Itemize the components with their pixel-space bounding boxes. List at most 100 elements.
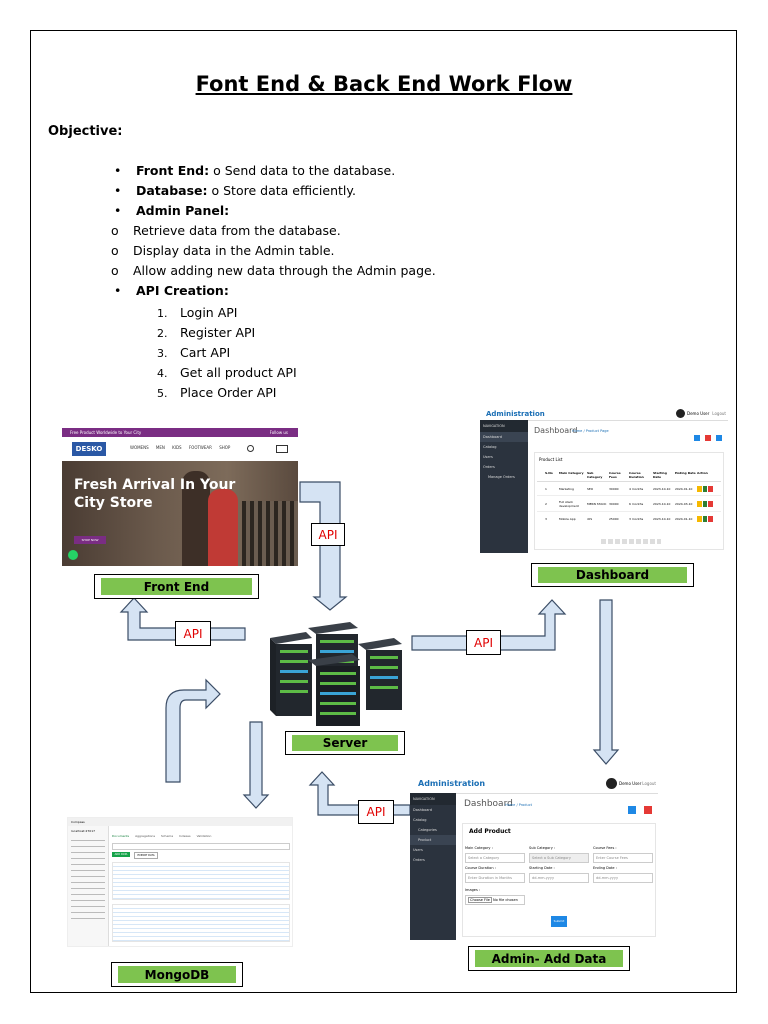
add-data-button[interactable]: ADD DATA [112, 852, 130, 857]
whatsapp-icon[interactable] [68, 550, 78, 560]
refresh-button[interactable] [644, 806, 652, 814]
frontend-logo: DESKO [72, 442, 106, 456]
api-list-item: 5.Place Order API [157, 385, 277, 400]
list-item-admin: •Admin Panel: [114, 203, 230, 218]
mongodb-screenshot: Compass localhost:27017 Documents Aggreg… [67, 817, 293, 947]
sub-category-select[interactable]: Select a Sub Category [529, 853, 589, 863]
admin-user: Demo User [619, 781, 642, 786]
tab-aggregations[interactable]: Aggregations [135, 834, 156, 838]
form-field: Sub Category : Select a Sub Category [529, 846, 589, 863]
nav-link[interactable]: MEN [155, 445, 165, 450]
sidebar-item-users[interactable]: Users [413, 848, 423, 852]
sidebar-item-catalog[interactable]: Catalog [413, 818, 427, 822]
admin-heading: Dashboard [464, 799, 513, 809]
dashboard-label: Dashboard [531, 563, 694, 587]
page-title: Font End & Back End Work Flow [195, 72, 573, 96]
form-field: Course Fees : Enter Course Fees [593, 846, 653, 863]
sidebar-item-orders[interactable]: Orders [413, 858, 425, 862]
main-category-select[interactable]: Select a Category [465, 853, 525, 863]
view-button[interactable] [702, 501, 708, 507]
list-item-database: •Database: o Store data efficiently. [114, 183, 356, 198]
submit-button[interactable]: Submit [551, 916, 567, 927]
server-rack [270, 632, 312, 716]
dash-table-header: S.No Main Category Sub Category Course F… [537, 471, 721, 482]
hero-image [62, 461, 298, 566]
hero-child-2 [208, 489, 238, 566]
export-data-button[interactable]: EXPORT DATA [134, 852, 158, 859]
panel-title: Product List [539, 457, 563, 462]
api-label-server-dashboard: API [466, 630, 501, 655]
tab-schema[interactable]: Schema [160, 834, 174, 838]
dash-panel: Product List S.No Main Category Sub Cate… [534, 452, 724, 550]
api-label-admin-server: API [358, 800, 394, 824]
course-fees-input[interactable]: Enter Course Fees [593, 853, 653, 863]
nav-link[interactable]: KIDS [172, 445, 182, 450]
sidebar-item-manage-orders[interactable]: Manage Orders [488, 475, 515, 479]
tab-validation[interactable]: Validation [196, 834, 212, 838]
search-icon[interactable] [247, 445, 254, 452]
api-label-server-frontend: API [175, 621, 211, 646]
sidebar-item-dashboard[interactable]: Dashboard [480, 432, 528, 442]
mongo-titlebar: Compass [68, 818, 292, 826]
nav-link[interactable]: WOMENS [130, 445, 149, 450]
logout-link[interactable]: Logout [642, 781, 656, 786]
tab-documents[interactable]: Documents [112, 834, 130, 838]
mongodb-label: MongoDB [111, 962, 243, 987]
image-field: Images : Choose File No file chosen [465, 888, 525, 905]
sidebar-item-users[interactable]: Users [483, 455, 493, 459]
end-date-input[interactable]: dd-mm-yyyy [593, 873, 653, 883]
edit-button[interactable] [697, 516, 702, 522]
nav-link[interactable]: SHOP [219, 445, 231, 450]
form-field: Ending Date : dd-mm-yyyy [593, 866, 653, 883]
server-label: Server [285, 731, 405, 755]
sidebar-item-catalog[interactable]: Catalog [483, 445, 497, 449]
tab-indexes[interactable]: Indexes [179, 834, 191, 838]
frontend-navbar: DESKO WOMENS MEN KIDS FOOTWEAR SHOP [62, 437, 298, 461]
nav-link[interactable]: FOOTWEAR [188, 445, 212, 450]
add-button[interactable] [693, 435, 700, 441]
frontend-topbar: Free Product Worldwide to Your City Foll… [62, 428, 298, 437]
api-list-item: 2.Register API [157, 325, 256, 340]
sidebar-item-product[interactable]: Product [410, 835, 456, 845]
server-rack [308, 654, 360, 726]
frontend-label: Front End [94, 574, 259, 599]
choose-file-button[interactable]: Choose File [468, 897, 492, 903]
admin-header: Administration Demo User Logout [410, 775, 658, 794]
connection-label: localhost:27017 [71, 829, 96, 833]
form-field: Main Category : Select a Category [465, 846, 525, 863]
refresh-button[interactable] [704, 435, 711, 441]
table-row: 2 Full stack development MERN STACK 3000… [537, 497, 721, 512]
sidebar-item-orders[interactable]: Orders [483, 465, 495, 469]
sidebar-item-dashboard[interactable]: Dashboard [413, 808, 432, 812]
duration-input[interactable]: Enter Duration in Months [465, 873, 525, 883]
edit-button[interactable] [697, 486, 702, 492]
avatar[interactable] [676, 409, 685, 418]
delete-button[interactable] [708, 516, 714, 522]
sidebar-item-categories[interactable]: Categories [418, 828, 437, 832]
delete-button[interactable] [708, 501, 714, 507]
form-field: Starting Date : dd-mm-yyyy [529, 866, 589, 883]
delete-button[interactable] [708, 486, 714, 492]
filter-button[interactable] [716, 435, 722, 441]
db-tree [71, 840, 105, 920]
list-item-frontend: •Front End: o Send data to the database. [114, 163, 396, 178]
pagination[interactable] [601, 539, 661, 544]
logout-link[interactable]: Logout [712, 411, 726, 416]
view-button[interactable] [702, 516, 708, 522]
frontend-screenshot: Free Product Worldwide to Your City Foll… [62, 428, 298, 566]
hero-fence [242, 501, 298, 566]
api-list-item: 1.Login API [157, 305, 238, 320]
edit-button[interactable] [697, 501, 702, 507]
mongo-filter-bar[interactable] [112, 843, 290, 850]
hero-button[interactable]: SHOP NOW [74, 536, 106, 544]
cart-icon[interactable] [276, 445, 288, 453]
avatar[interactable] [606, 778, 617, 789]
add-button[interactable] [627, 806, 636, 814]
breadcrumb: Home / Product [505, 803, 533, 807]
start-date-input[interactable]: dd-mm-yyyy [529, 873, 589, 883]
arrow-server-to-mongodb [242, 721, 270, 809]
view-button[interactable] [702, 486, 708, 492]
dashboard-screenshot: Administration Demo User Logout NAVIGATI… [480, 408, 728, 553]
